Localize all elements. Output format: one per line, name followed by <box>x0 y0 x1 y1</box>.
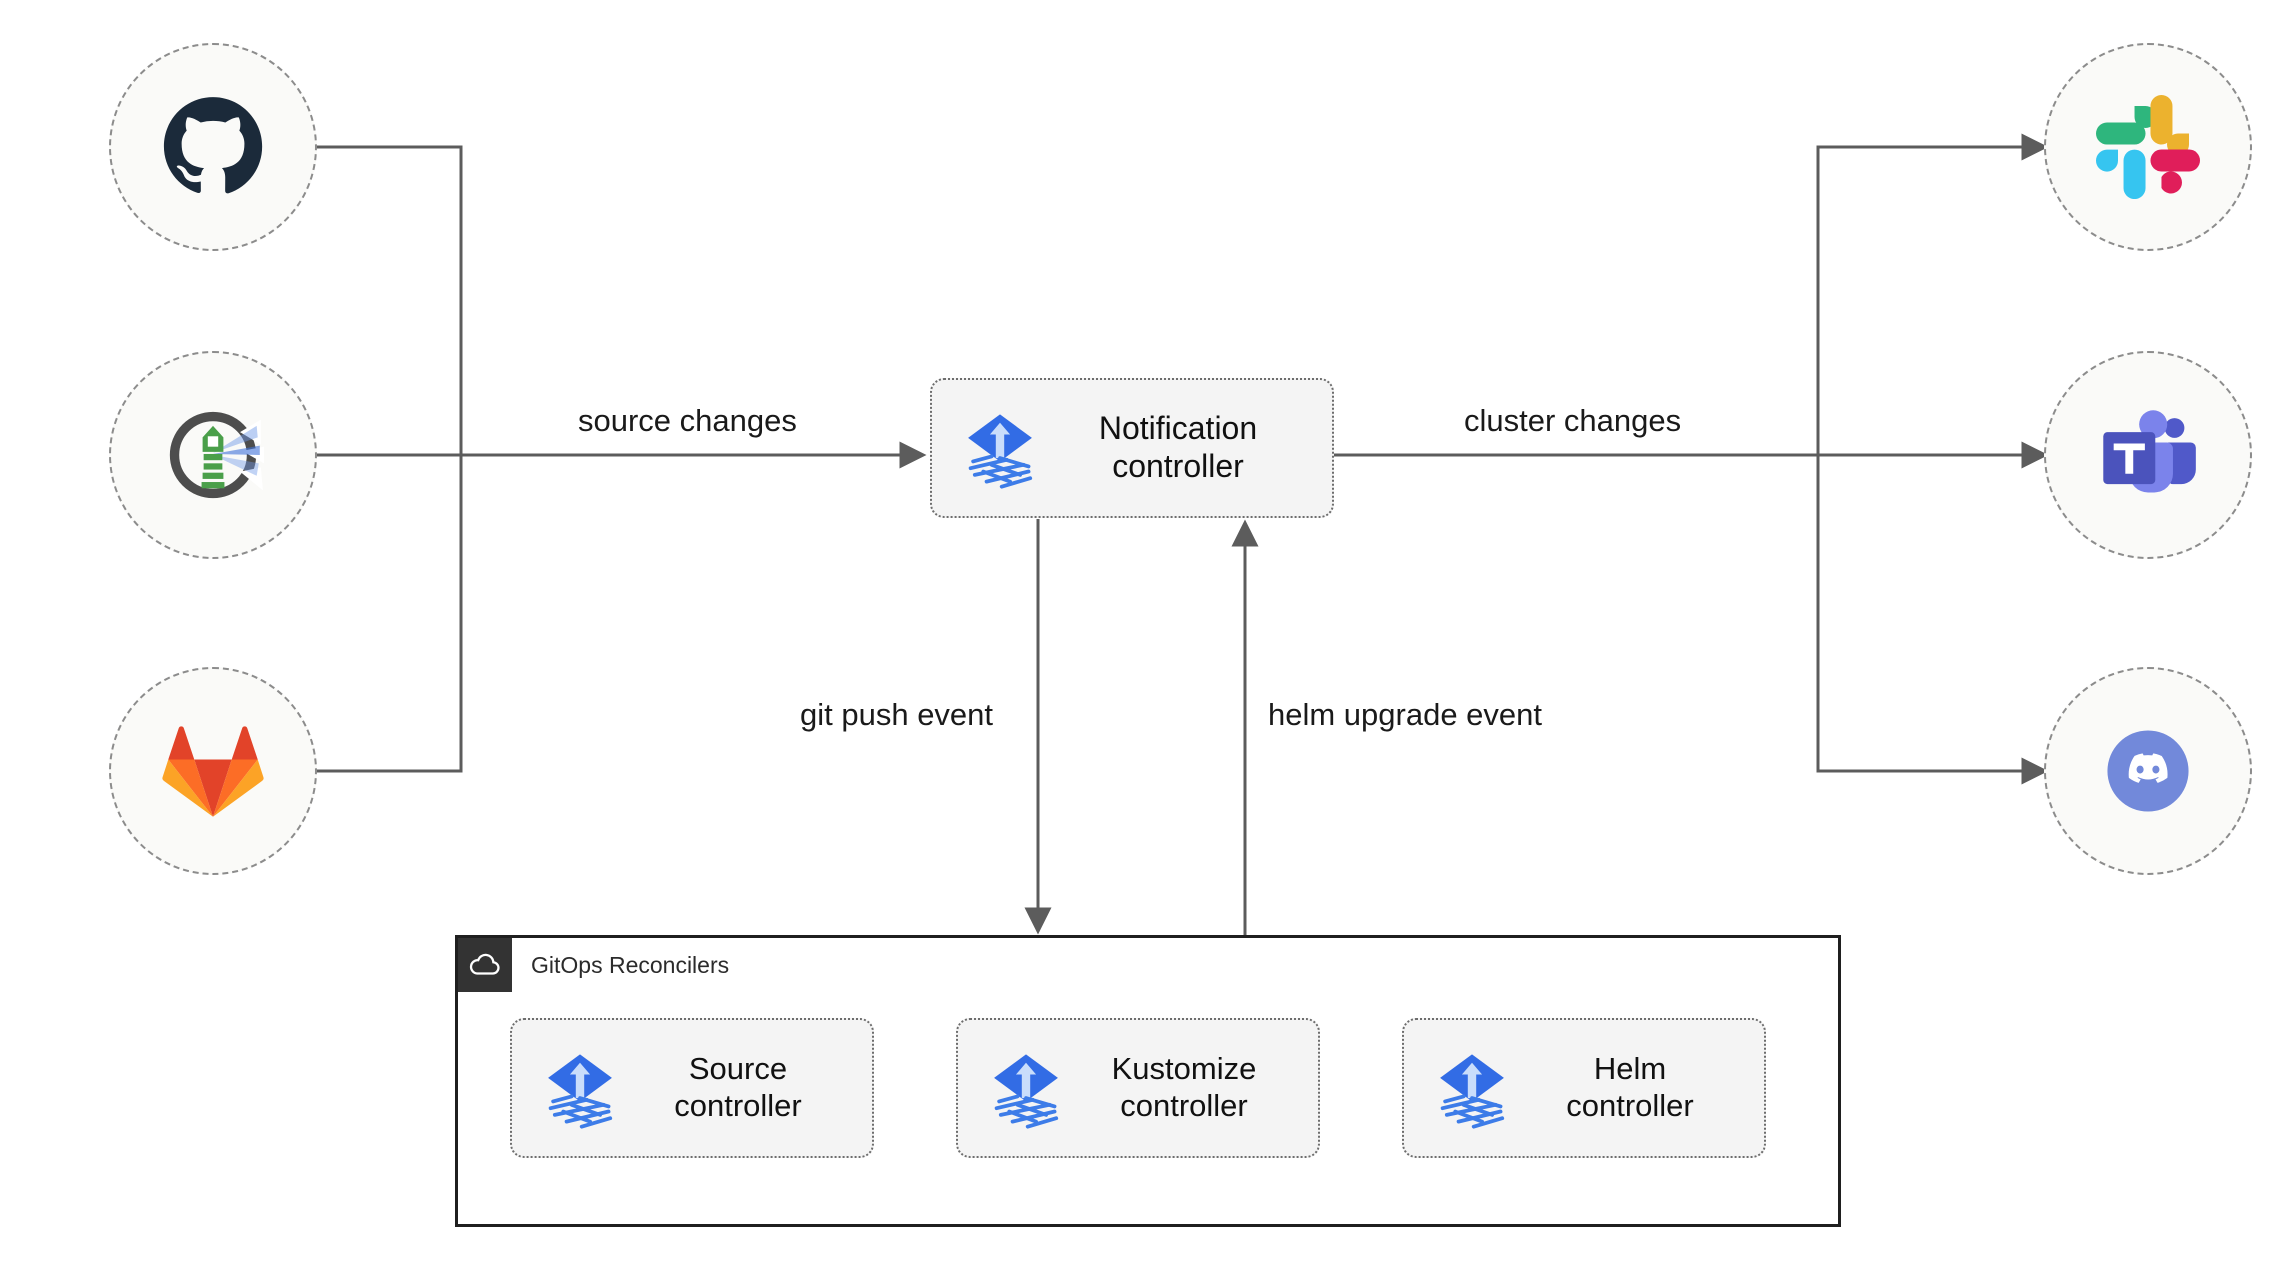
github-icon <box>163 97 263 194</box>
destination-node-slack[interactable] <box>2044 43 2252 251</box>
cloud-icon <box>458 938 512 992</box>
flux-icon <box>1440 1054 1505 1129</box>
edge-label-helm-upgrade-event: helm upgrade event <box>1268 697 1543 732</box>
destination-node-discord[interactable] <box>2044 667 2252 875</box>
slack-icon <box>2096 95 2200 199</box>
source-node-github[interactable] <box>109 43 317 251</box>
flux-icon <box>994 1054 1059 1129</box>
gitops-reconcilers-title: GitOps Reconcilers <box>531 951 730 978</box>
source-controller-card[interactable]: Source controller <box>510 1018 874 1158</box>
edge-label-cluster-changes: cluster changes <box>1464 403 1682 438</box>
source-node-harbor[interactable] <box>109 351 317 559</box>
source-node-gitlab[interactable] <box>109 667 317 875</box>
notification-controller-label: Notification controller <box>1098 410 1258 484</box>
kustomize-controller-card[interactable]: Kustomize controller <box>956 1018 1320 1158</box>
notification-controller-card[interactable]: Notification controller <box>930 378 1334 518</box>
helm-controller-label: Helm controller <box>1566 1051 1694 1123</box>
kustomize-controller-label: Kustomize controller <box>1111 1051 1257 1123</box>
gitlab-icon <box>162 726 264 817</box>
edge-label-source-changes: source changes <box>578 403 797 438</box>
source-controller-label: Source controller <box>674 1051 802 1123</box>
edge-label-git-push-event: git push event <box>800 697 994 732</box>
teams-icon <box>2103 410 2196 493</box>
helm-controller-card[interactable]: Helm controller <box>1402 1018 1766 1158</box>
destination-node-teams[interactable] <box>2044 351 2252 559</box>
discord-icon <box>2107 730 2189 812</box>
harbor-icon <box>169 411 264 499</box>
gitops-reconcilers-header: GitOps Reconcilers <box>458 938 729 992</box>
flux-icon <box>968 414 1033 489</box>
flux-icon <box>548 1054 613 1129</box>
